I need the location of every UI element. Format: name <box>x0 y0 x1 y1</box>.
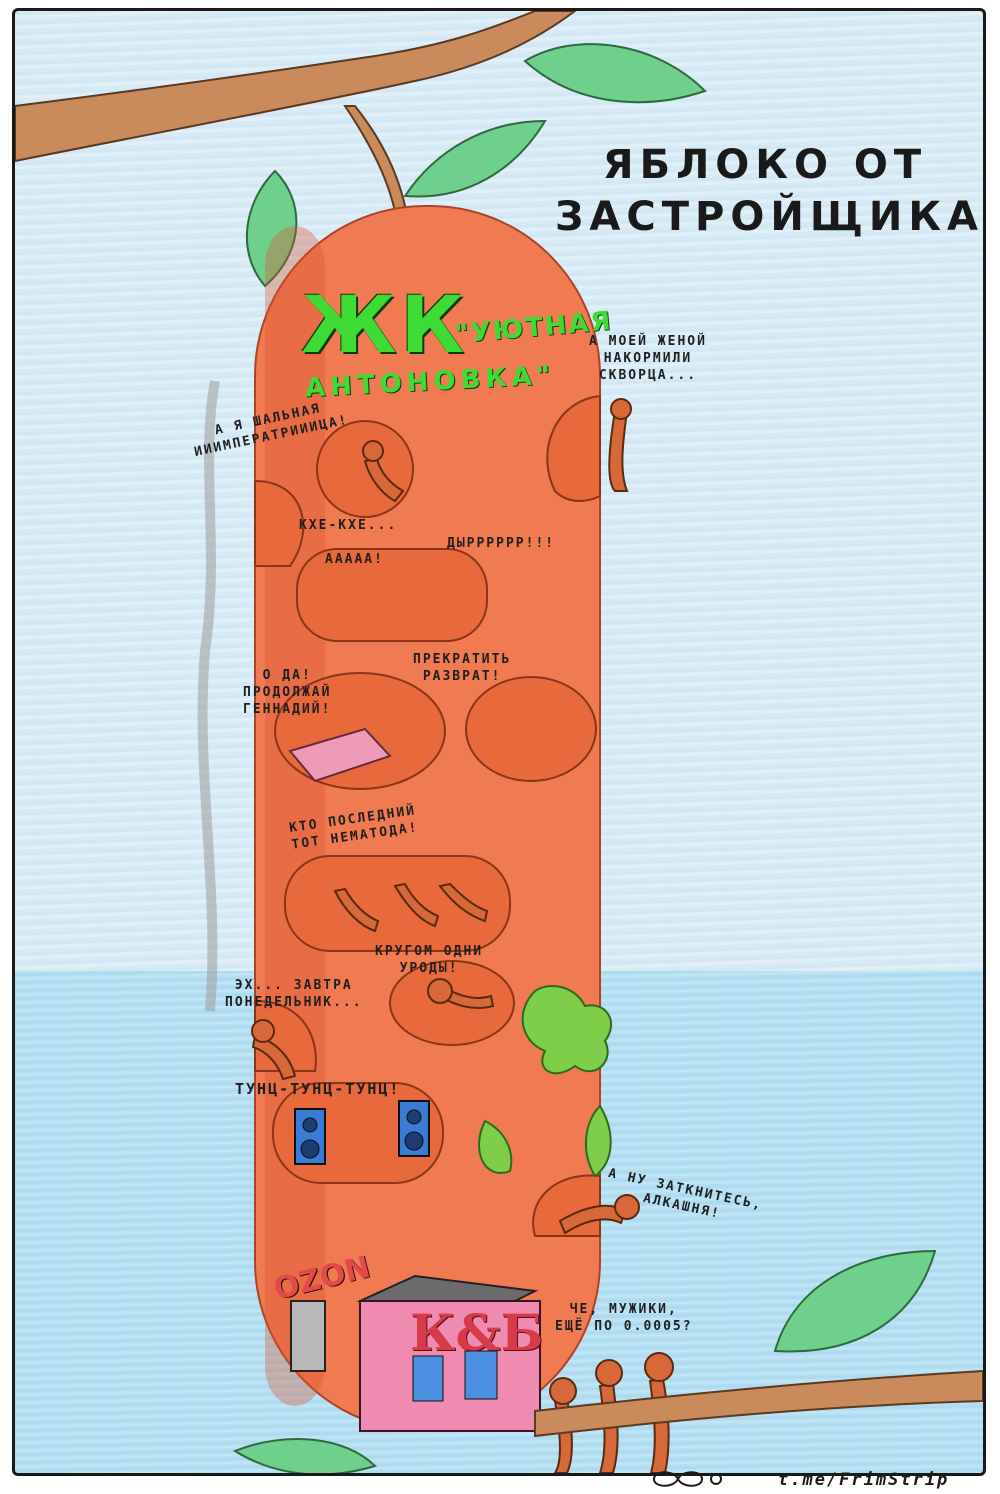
bubble-stop: ПРЕКРАТИТЬ РАЗВРАТ! <box>413 652 512 684</box>
frimstrip-logo-icon <box>652 1471 722 1487</box>
leaf-stem-right <box>403 119 547 198</box>
room-nematode <box>284 855 511 952</box>
comic-title: ЯБЛОКО ОТ ЗАСТРОЙЩИКА <box>555 139 984 243</box>
kib-sign: К&Б <box>410 1303 544 1362</box>
bubble-drill: ДЫРРРРРР!!! <box>447 536 556 551</box>
bubble-monday: ЭХ... ЗАВТРА ПОНЕДЕЛЬНИК... <box>225 978 363 1010</box>
bubble-freaks: КРУГОМ ОДНИ УРОДЫ! <box>375 944 484 976</box>
title-line-2: ЗАСТРОЙЩИКА <box>555 194 984 240</box>
bubble-wife-starling: А МОЕЙ ЖЕНОЙ НАКОРМИЛИ СКВОРЦА... <box>589 334 707 383</box>
worm-nematode-2 <box>393 882 440 928</box>
overgrown-room <box>478 985 612 1178</box>
room-empress <box>316 420 414 518</box>
bubble-drink: ЧЕ, МУЖИКИ, ЕЩЁ ПО 0.0005? <box>555 1302 693 1334</box>
kib-shop-front <box>359 1300 541 1432</box>
worm-drinker-3 <box>648 1377 670 1473</box>
sign-zk: ЖК <box>301 281 469 371</box>
worm-monday <box>251 1034 297 1081</box>
worm-wife <box>608 410 629 492</box>
room-cough <box>254 479 305 567</box>
room-wife <box>546 394 601 502</box>
room-stop <box>465 676 597 782</box>
ozon-door-icon <box>290 1300 326 1372</box>
bubble-aaaa: ААААА! <box>325 552 384 567</box>
bubble-music: ТУНЦ-ТУНЦ-ТУНЦ! <box>235 1080 401 1098</box>
worm-nematode-1 <box>333 887 380 933</box>
bed-icon <box>288 727 392 783</box>
leaf-bottom-left <box>232 1438 377 1473</box>
comic-illustration <box>15 11 983 1473</box>
credit-link[interactable]: t.me/FrimStrip <box>778 1470 950 1490</box>
speakers <box>294 1100 430 1165</box>
leaf-stem-left <box>245 169 298 288</box>
shop-window-left-icon <box>412 1355 444 1402</box>
worm-empress <box>363 457 405 503</box>
worm-freaks <box>438 987 495 1009</box>
shop-window-right-icon <box>464 1350 498 1400</box>
bubble-gennady: О ДА! ПРОДОЛЖАЙ ГЕННАДИЙ! <box>243 668 332 717</box>
kib-shop <box>356 1274 541 1432</box>
top-branch <box>15 11 577 163</box>
worm-nematode-3 <box>438 882 489 923</box>
bottom-branch <box>534 1369 983 1438</box>
room-drill <box>296 548 488 642</box>
leaf-top-right <box>523 43 707 104</box>
comic-frame: ЯБЛОКО ОТ ЗАСТРОЙЩИКА ЖК "УЮТНАЯ АНТОНОВ… <box>12 8 986 1476</box>
leaf-bottom-right <box>773 1249 937 1353</box>
bubble-cough: КХЕ-КХЕ... <box>299 518 398 533</box>
smoke-trail <box>197 380 220 1012</box>
title-line-1: ЯБЛОКО ОТ <box>602 142 928 188</box>
